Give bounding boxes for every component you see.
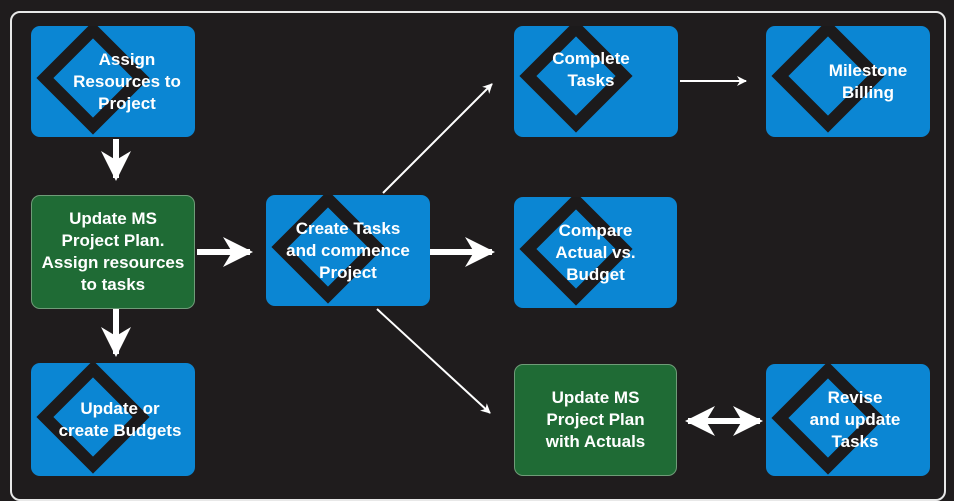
node-label: Update or create Budgets bbox=[58, 398, 182, 440]
node-create-tasks[interactable]: Create Tasks and commence Project bbox=[266, 195, 430, 306]
node-compare-actual[interactable]: Compare Actual vs. Budget bbox=[514, 197, 677, 308]
node-label: Update MS Project Plan with Actuals bbox=[545, 388, 646, 451]
node-label: Update MS Project Plan. Assign resources… bbox=[41, 209, 185, 294]
node-assign-resources[interactable]: Assign Resources to Project bbox=[31, 26, 195, 137]
node-update-actuals[interactable]: Update MS Project Plan with Actuals bbox=[514, 364, 677, 476]
node-label: Create Tasks and commence Project bbox=[286, 218, 410, 282]
node-label: Milestone Billing bbox=[828, 60, 908, 102]
node-label: Compare Actual vs. Budget bbox=[555, 220, 636, 284]
node-update-budgets[interactable]: Update or create Budgets bbox=[31, 363, 195, 476]
node-revise-tasks[interactable]: Revise and update Tasks bbox=[766, 364, 930, 476]
node-milestone-billing[interactable]: Milestone Billing bbox=[766, 26, 930, 137]
node-update-plan[interactable]: Update MS Project Plan. Assign resources… bbox=[31, 195, 195, 309]
node-complete-tasks[interactable]: Complete Tasks bbox=[514, 26, 678, 137]
arrow-create-to-complete bbox=[382, 83, 493, 194]
node-label: Assign Resources to Project bbox=[73, 49, 181, 113]
node-label: Complete Tasks bbox=[552, 48, 630, 90]
arrow-create-to-update-actuals bbox=[376, 308, 491, 414]
node-label: Revise and update Tasks bbox=[809, 388, 901, 451]
